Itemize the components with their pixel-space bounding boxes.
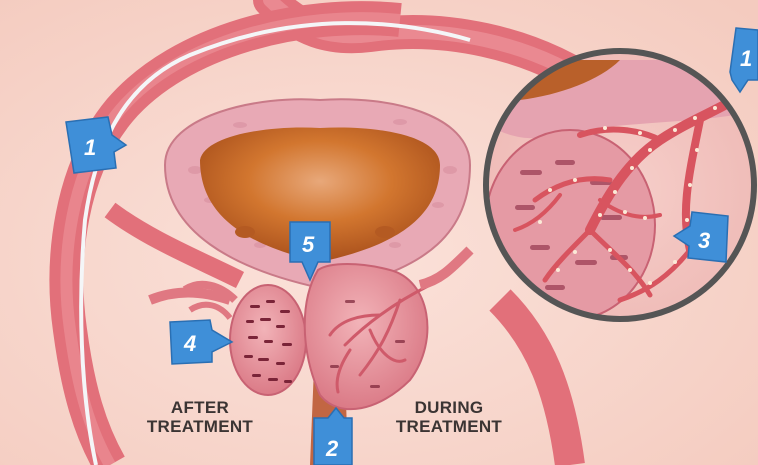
callout-label: 1 [740,46,752,71]
callout-label: 5 [302,232,315,257]
caption-line: AFTER [142,398,258,417]
caption-after-treatment: AFTER TREATMENT [142,398,258,436]
caption-line: TREATMENT [390,417,508,436]
callout-label: 3 [698,228,710,253]
callout-label: 1 [84,135,96,160]
callout-label: 2 [325,436,339,461]
caption-line: TREATMENT [142,417,258,436]
caption-line: DURING [390,398,508,417]
caption-during-treatment: DURING TREATMENT [390,398,508,436]
callout-label: 4 [183,331,196,356]
